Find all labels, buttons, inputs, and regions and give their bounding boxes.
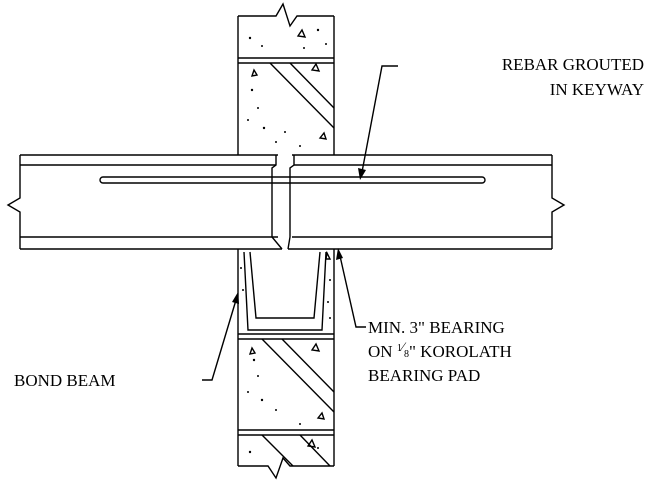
bearing-label-line1: MIN. 3" BEARING [368,318,505,337]
bearing-frac-slash: ⁄ [399,339,407,354]
bearing-label-post: " KOROLATH [409,342,512,361]
bearing-frac-den: 8 [404,349,409,360]
bond-beam-label: BOND BEAM [14,371,116,390]
annotations: REBAR GROUTED IN KEYWAY MIN. 3" BEARING … [14,55,644,390]
rebar [99,176,486,184]
bearing-label-pre: ON [368,342,397,361]
bearing-frac-num: 1 [397,343,402,354]
hollowcore-planks [6,154,566,250]
upper-masonry-wall [237,2,335,155]
bearing-label-line3: BEARING PAD [368,366,480,385]
leader-lines [202,65,398,381]
lower-masonry-wall [237,249,335,480]
rebar-label-line1: REBAR GROUTED [502,55,644,74]
bearing-label-line2: ON 1⁄8" KOROLATH [368,339,512,361]
rebar-label-line2: IN KEYWAY [550,80,644,99]
